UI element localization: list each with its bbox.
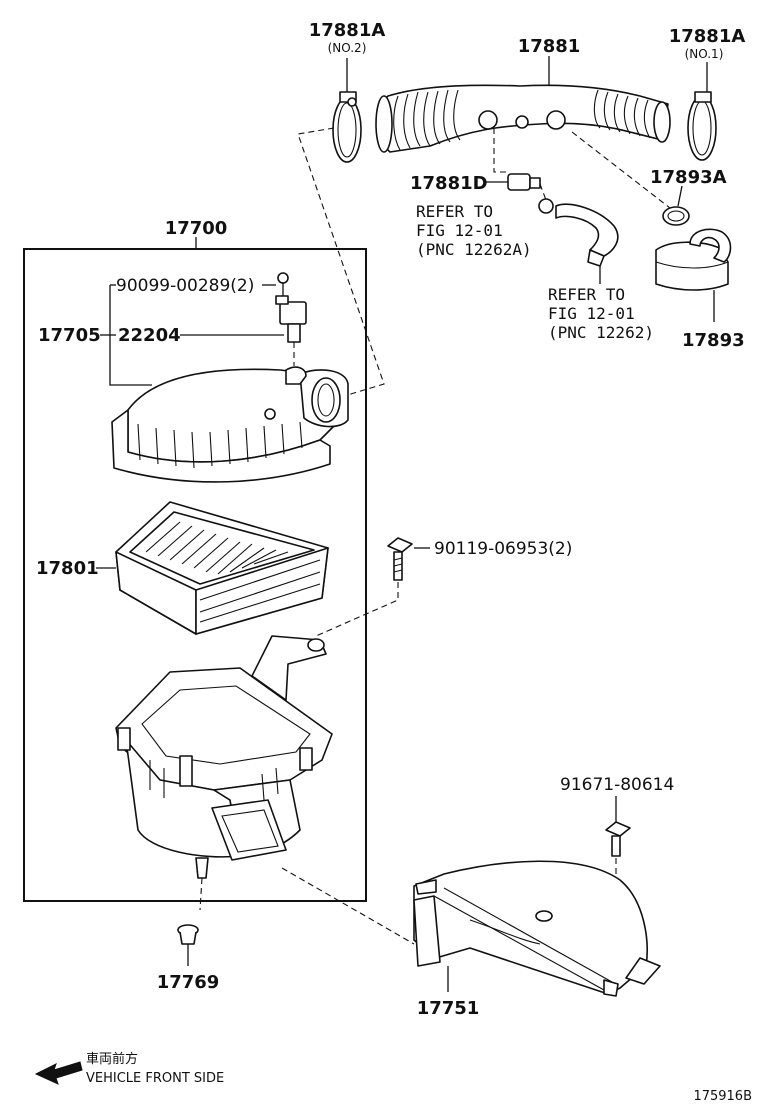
ref1-line3: (PNC 12262A): [416, 240, 532, 259]
resonator-17893: [655, 228, 732, 291]
label-clamp-no1: 17881A: [669, 26, 746, 47]
label-intake-hose: 17881: [518, 36, 581, 57]
ref1-line1: REFER TO: [416, 202, 493, 221]
bolt-90099-00289: [277, 272, 289, 296]
label-clamp-no1-sub: (NO.1): [685, 47, 724, 61]
grommet-17769: [177, 924, 199, 945]
label-clamp-no2-sub: (NO.2): [328, 41, 367, 55]
label-clamp-no2: 17881A: [309, 20, 386, 41]
air-filter-element-17801: [115, 501, 329, 635]
label-grommet: 17769: [157, 972, 220, 993]
label-plug: 17881D: [410, 173, 488, 194]
assembly-frame: [23, 248, 367, 902]
ref2-line1: REFER TO: [548, 285, 625, 304]
label-bolt-top: 90099-00289(2): [116, 276, 254, 296]
direction-jp: 車両前方: [86, 1051, 138, 1067]
label-bolt-mid: 90119-06953(2): [434, 539, 572, 559]
label-bolt-low: 91671-80614: [560, 775, 674, 795]
ref2-line3: (PNC 12262): [548, 323, 654, 342]
plug-17881D: [507, 173, 541, 191]
label-assembly: 17700: [165, 218, 228, 239]
airflow-sensor-22204: [275, 295, 307, 343]
figure-id: 175916B: [693, 1089, 752, 1104]
clamp-no2-17881A: [332, 91, 362, 163]
ref1-line2: FIG 12-01: [416, 221, 503, 240]
air-cleaner-cap-17705: [111, 366, 349, 483]
bolt-90119-06953: [387, 537, 413, 581]
label-cap: 17705: [38, 325, 101, 346]
label-inlet: 17751: [417, 998, 480, 1019]
air-cleaner-case-lower: [115, 635, 333, 879]
clamp-no1-17881A: [687, 91, 717, 161]
vehicle-front-arrow: [34, 1061, 83, 1085]
clamp-17893A: [662, 206, 690, 226]
intake-hose-17881: [375, 84, 671, 153]
label-sensor: 22204: [118, 325, 181, 346]
bolt-91671-80614: [605, 821, 631, 857]
air-inlet-duct-17751: [413, 860, 661, 997]
label-element: 17801: [36, 558, 99, 579]
label-clamp-small: 17893A: [650, 167, 727, 188]
direction-en: VEHICLE FRONT SIDE: [86, 1071, 224, 1086]
ref2-line2: FIG 12-01: [548, 304, 635, 323]
breather-hose: [538, 198, 619, 267]
label-resonator: 17893: [682, 330, 745, 351]
